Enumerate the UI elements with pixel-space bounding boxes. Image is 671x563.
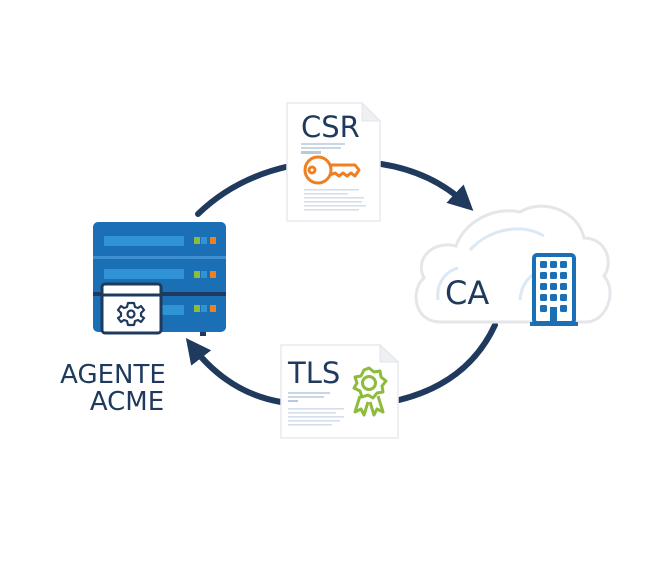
building-icon (530, 253, 578, 326)
status-leds (194, 237, 216, 312)
key-icon (303, 155, 361, 185)
csr-document: CSR (286, 101, 382, 222)
config-window-icon (100, 282, 163, 335)
arrow-tls-to-agent (185, 337, 284, 405)
certificate-badge-icon (352, 366, 388, 417)
server-icon (93, 222, 226, 336)
agent-label: AGENTE ACME (60, 360, 166, 417)
ca-label: CA (445, 274, 489, 312)
gear-icon (116, 301, 146, 327)
csr-label: CSR (301, 110, 360, 144)
ca-cloud: CA (414, 204, 612, 326)
agent-label-line1: AGENTE (60, 360, 166, 390)
tls-label: TLS (287, 356, 340, 390)
arrow-csr-to-ca (378, 161, 474, 211)
arrow-ca-to-tls (396, 322, 498, 403)
arrow-agent-to-csr (195, 163, 293, 217)
arrows (185, 161, 498, 405)
agent-label-line2: ACME (90, 387, 164, 417)
tls-document: TLS (280, 343, 400, 439)
